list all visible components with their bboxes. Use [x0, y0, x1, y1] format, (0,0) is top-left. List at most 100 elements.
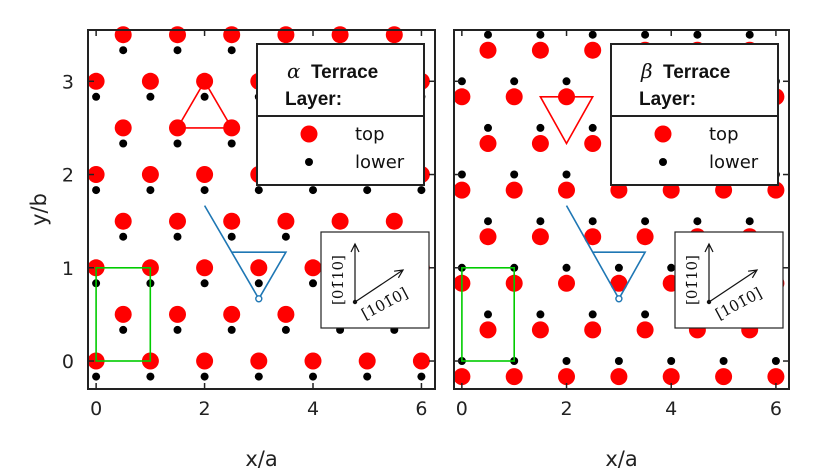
alpha-point-top [196, 259, 214, 277]
beta-point-top [505, 368, 523, 386]
alpha-point-top [196, 166, 214, 183]
beta-unit-cell-origin [615, 295, 623, 303]
beta-point-top [636, 228, 654, 246]
alpha-point-top [250, 259, 268, 277]
beta-x-tick-label: 2 [560, 398, 572, 420]
alpha-point-top [304, 352, 322, 370]
beta-point-top [453, 181, 471, 199]
beta-point-top [505, 181, 523, 199]
alpha-point-lower [309, 186, 317, 195]
beta-point-lower [457, 77, 466, 86]
alpha-point-lower [119, 325, 128, 334]
alpha-point-lower [119, 139, 128, 148]
alpha-point-lower [200, 372, 209, 381]
alpha-point-lower [92, 186, 101, 195]
beta-point-lower [693, 217, 702, 226]
alpha-x-tick-label: 0 [90, 398, 102, 420]
beta-arrowhead-vertical [704, 242, 714, 253]
beta-point-lower [667, 357, 676, 365]
beta-point-lower [562, 170, 571, 179]
beta-point-lower [641, 30, 650, 39]
beta-point-top [610, 274, 628, 292]
beta-point-top [479, 41, 497, 59]
beta-point-lower [588, 123, 597, 132]
alpha-unit-cell-origin [255, 295, 263, 303]
alpha-legend-greek: α [287, 59, 301, 83]
alpha-point-top [331, 26, 349, 44]
alpha-point-lower [227, 139, 236, 148]
beta-unit-cell [565, 205, 647, 301]
alpha-point-top [141, 166, 159, 183]
beta-point-lower [667, 263, 676, 272]
alpha-legend-title: α Terrace [287, 59, 378, 83]
beta-point-lower [562, 263, 571, 272]
beta-point-top [610, 368, 628, 386]
beta-inset-box [674, 231, 784, 329]
alpha-point-top [223, 26, 241, 44]
beta-point-lower [510, 77, 519, 86]
beta-point-top [531, 321, 549, 339]
beta-point-lower [484, 123, 492, 132]
alpha-point-lower [119, 232, 128, 241]
alpha-point-top [196, 352, 214, 370]
beta-point-lower [614, 263, 623, 272]
alpha-unit-cell [203, 205, 288, 301]
alpha-point-top [114, 212, 132, 230]
alpha-legend-marker-lower [305, 158, 313, 166]
beta-point-top [584, 228, 602, 246]
beta-point-top [479, 228, 497, 246]
beta-point-lower [484, 310, 492, 319]
alpha-point-lower [200, 92, 209, 101]
beta-legend-marker-lower [659, 158, 667, 166]
beta-legend-marker-top [654, 125, 672, 143]
alpha-x-tick-label: 6 [415, 398, 427, 420]
alpha-point-lower [254, 186, 263, 195]
alpha-point-top [141, 72, 159, 90]
beta-legend-title-word: Terrace [663, 62, 730, 83]
alpha-shapes [95, 79, 288, 362]
alpha-point-lower [173, 325, 182, 334]
beta-point-lower [693, 30, 702, 39]
alpha-plot-frame [87, 29, 436, 390]
alpha-point-top [114, 26, 132, 44]
alpha-point-lower [281, 325, 290, 334]
beta-point-lower [536, 30, 545, 39]
beta-plot-frame [453, 29, 790, 390]
beta-point-lower [562, 357, 571, 365]
beta-point-top [715, 368, 733, 386]
beta-point-top [662, 368, 680, 386]
beta-point-top [531, 135, 549, 152]
alpha-y-axis-label: y/b [27, 193, 51, 226]
beta-point-top [584, 321, 602, 339]
beta-legend-entry-top: top [709, 124, 739, 145]
alpha-legend: α Terrace Layer: top lower [256, 43, 425, 186]
beta-point-top [531, 41, 549, 59]
beta-direction-label-vertical: [01̄10] [683, 255, 701, 305]
beta-point-top [479, 135, 497, 152]
alpha-inset-box [320, 231, 430, 329]
alpha-direction-inset: [01̄10] [101̄0] [320, 231, 430, 329]
alpha-y-tick-label: 1 [62, 258, 74, 280]
beta-point-top [584, 41, 602, 59]
beta-point-lower [588, 310, 597, 319]
beta-point-top [479, 321, 497, 339]
beta-legend-title: β Terrace [640, 59, 730, 83]
beta-point-lower [588, 30, 597, 39]
beta-x-tick-label: 0 [456, 398, 468, 420]
beta-point-lower [510, 170, 519, 179]
alpha-point-lower [227, 46, 236, 55]
alpha-arrowhead-diagonal [394, 269, 405, 279]
beta-point-lower [536, 310, 545, 319]
alpha-point-lower [281, 232, 290, 241]
alpha-point-lower [146, 186, 155, 195]
beta-point-top [636, 321, 654, 339]
alpha-point-lower [173, 46, 182, 55]
beta-point-lower [745, 217, 754, 226]
alpha-x-axis-label: x/a [245, 447, 277, 471]
alpha-point-top [169, 212, 186, 230]
alpha-point-lower [92, 92, 101, 101]
alpha-point-top [331, 212, 349, 230]
